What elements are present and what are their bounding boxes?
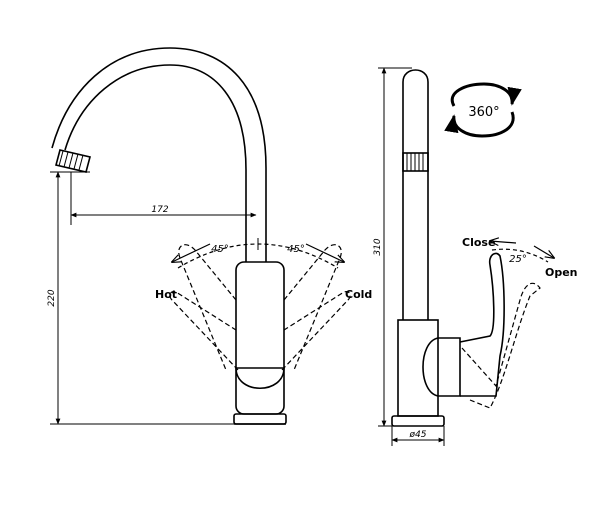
side-body [397, 319, 439, 417]
lever-arrows [490, 241, 554, 258]
label-open: Open [545, 266, 578, 279]
angle-lever-label: 25° [509, 254, 527, 265]
spout-inner [51, 47, 267, 262]
side-lever-ghost [461, 282, 541, 409]
side-cartridge [422, 337, 461, 397]
angle-arrows [172, 243, 344, 262]
faucet-base [233, 413, 287, 425]
dim-base-diameter-label: ø45 [409, 430, 427, 440]
label-close: Close [462, 236, 495, 249]
dim-base-diameter [391, 426, 445, 446]
side-spout [402, 69, 429, 320]
handle-ghost [169, 244, 351, 371]
angle-right-label: 45° [287, 244, 305, 255]
dim-total-height [378, 67, 412, 427]
side-lever [459, 252, 505, 397]
rotation-360-icon [444, 82, 522, 138]
rotation-360-label: 360° [468, 105, 499, 120]
front-view [51, 47, 351, 425]
faucet-body [235, 261, 285, 415]
dim-spout-reach-label: 172 [151, 205, 168, 215]
side-view [391, 69, 549, 427]
dim-total-height-label: 310 [373, 238, 383, 255]
label-cold: Cold [345, 288, 372, 301]
angle-left-label: 45° [211, 244, 229, 255]
dim-height-label: 220 [47, 289, 57, 306]
label-hot: Hot [155, 288, 177, 301]
body-dome [235, 367, 285, 389]
dim-spout-reach [70, 172, 257, 225]
side-base [391, 415, 445, 427]
spout-outer [64, 64, 247, 262]
dim-height [50, 171, 234, 425]
